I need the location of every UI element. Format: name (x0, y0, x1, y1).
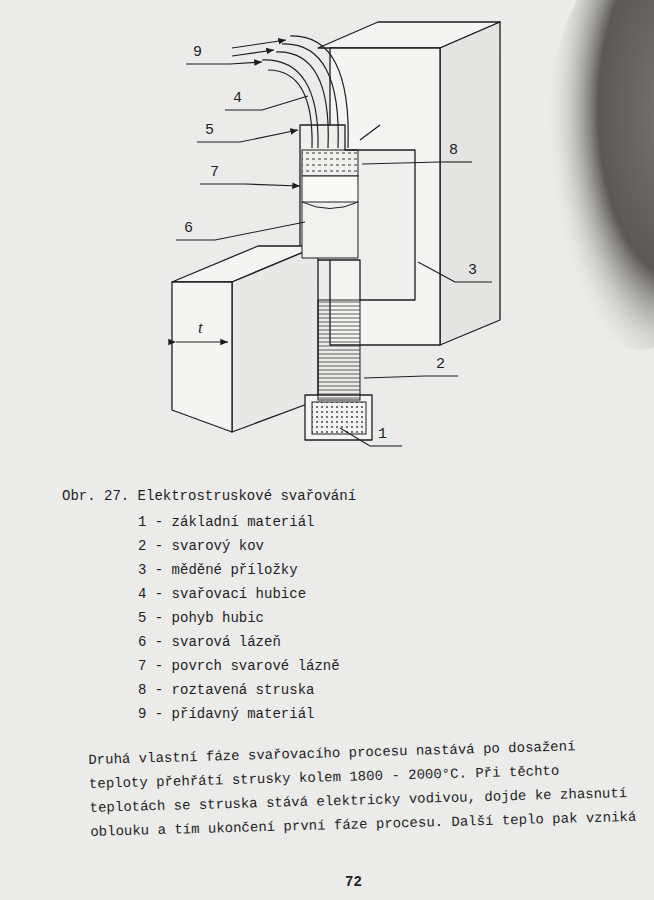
callout-number: 9 (193, 44, 202, 62)
callout-number: 7 (210, 164, 219, 182)
legend-line: 5 - pohyb hubic (138, 610, 264, 627)
callout-number: 8 (449, 142, 458, 160)
callout-number: 6 (184, 220, 193, 238)
legend-line: 7 - povrch svarové lázně (138, 658, 340, 675)
legend-line: 2 - svarový kov (138, 538, 264, 555)
callout-number: 4 (233, 90, 242, 108)
legend-line: 4 - svařovací hubice (138, 586, 306, 603)
legend-line: 9 - přídavný materiál (138, 706, 314, 723)
page-number: 72 (345, 874, 362, 891)
legend-line: 3 - měděné příložky (138, 562, 298, 579)
dimension-label: t (198, 318, 203, 338)
legend-line: 8 - roztavená struska (138, 682, 314, 699)
callout-number: 2 (436, 356, 445, 374)
hand-shadow (545, 0, 654, 350)
callout-number: 1 (378, 426, 387, 444)
legend-line: 1 - základní materiál (138, 514, 314, 531)
callout-number: 5 (205, 122, 214, 140)
figure-caption: Obr. 27. Elektrostruskové svařování (62, 488, 356, 505)
callout-number: 3 (468, 262, 477, 280)
legend-line: 6 - svarová lázeň (138, 634, 281, 651)
body-paragraph: Druhá vlastní fáze svařovacího procesu n… (88, 733, 638, 844)
